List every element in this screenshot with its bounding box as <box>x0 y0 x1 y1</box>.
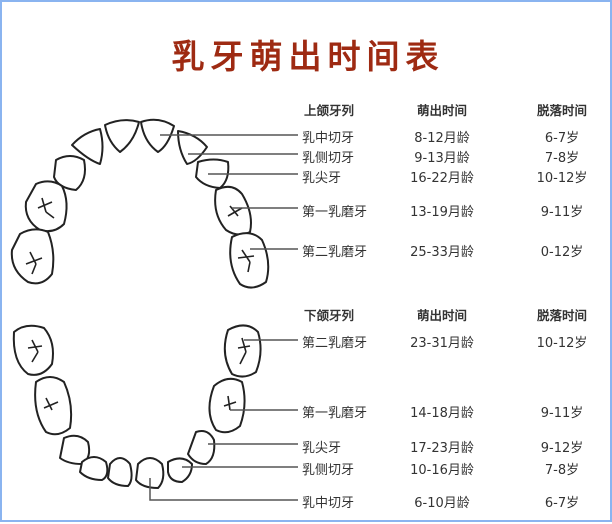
lower-row-shedding: 10-12岁 <box>536 336 588 351</box>
upper-row-eruption: 25-33月龄 <box>410 245 474 260</box>
lower-canine-left-icon <box>59 434 91 465</box>
lower-central-incisor-right-icon <box>135 457 165 489</box>
upper-row-tooth: 乳尖牙 <box>302 171 342 186</box>
upper-row-shedding: 9-11岁 <box>540 205 584 220</box>
lower-row-tooth: 第一乳磨牙 <box>302 406 368 421</box>
upper-central-incisor-left-icon <box>104 119 140 153</box>
upper-lateral-incisor-right-icon <box>177 130 208 165</box>
lower-header-shedding: 脱落时间 <box>536 308 587 323</box>
lower-lateral-incisor-left-icon <box>79 456 109 481</box>
upper-header-tooth: 上颌牙列 <box>304 103 355 118</box>
lower-row-eruption: 23-31月龄 <box>410 336 474 351</box>
lower-header-eruption: 萌出时间 <box>416 308 467 323</box>
upper-row-shedding: 6-7岁 <box>544 131 580 146</box>
lower-central-incisor-left-icon <box>107 457 133 487</box>
lower-row-tooth: 第二乳磨牙 <box>302 336 368 351</box>
lower-second-molar-right-icon <box>223 324 262 378</box>
lower-row-eruption: 17-23月龄 <box>410 441 474 456</box>
lower-canine-right-icon <box>187 430 216 465</box>
upper-row-tooth: 第一乳磨牙 <box>302 205 368 220</box>
upper-first-molar-left-icon <box>24 180 68 233</box>
upper-header-shedding: 脱落时间 <box>536 103 587 118</box>
upper-lateral-incisor-left-icon <box>71 128 104 165</box>
upper-row-tooth: 第二乳磨牙 <box>302 245 368 260</box>
page-title: 乳牙萌出时间表 <box>171 37 445 76</box>
upper-row-eruption: 13-19月龄 <box>410 205 474 220</box>
lower-row-shedding: 6-7岁 <box>544 496 580 511</box>
lower-row-shedding: 9-11岁 <box>540 406 584 421</box>
upper-central-incisor-right-icon <box>140 118 175 153</box>
upper-row-shedding: 7-8岁 <box>544 151 580 166</box>
lower-row-eruption: 10-16月龄 <box>410 463 474 478</box>
upper-row-eruption: 16-22月龄 <box>410 171 474 186</box>
upper-row-eruption: 9-13月龄 <box>414 151 470 166</box>
lower-row-eruption: 14-18月龄 <box>410 406 474 421</box>
lower-row-shedding: 9-12岁 <box>540 441 584 456</box>
lower-row-tooth: 乳尖牙 <box>302 441 342 456</box>
lower-row-tooth: 乳侧切牙 <box>302 463 355 478</box>
lower-row-shedding: 7-8岁 <box>544 463 580 478</box>
lower-second-molar-left-icon <box>12 324 54 376</box>
upper-header-eruption: 萌出时间 <box>416 103 467 118</box>
lower-header-tooth: 下颌牙列 <box>304 308 355 323</box>
lower-first-molar-left-icon <box>34 376 73 436</box>
upper-row-shedding: 10-12岁 <box>536 171 588 186</box>
lower-row-eruption: 6-10月龄 <box>414 496 470 511</box>
upper-row-eruption: 8-12月龄 <box>414 131 470 146</box>
lower-lateral-incisor-right-icon <box>167 457 193 483</box>
upper-row-tooth: 乳中切牙 <box>302 131 355 146</box>
upper-row-tooth: 乳侧切牙 <box>302 151 355 166</box>
lower-row-tooth: 乳中切牙 <box>302 496 355 511</box>
upper-row-shedding: 0-12岁 <box>540 245 584 260</box>
